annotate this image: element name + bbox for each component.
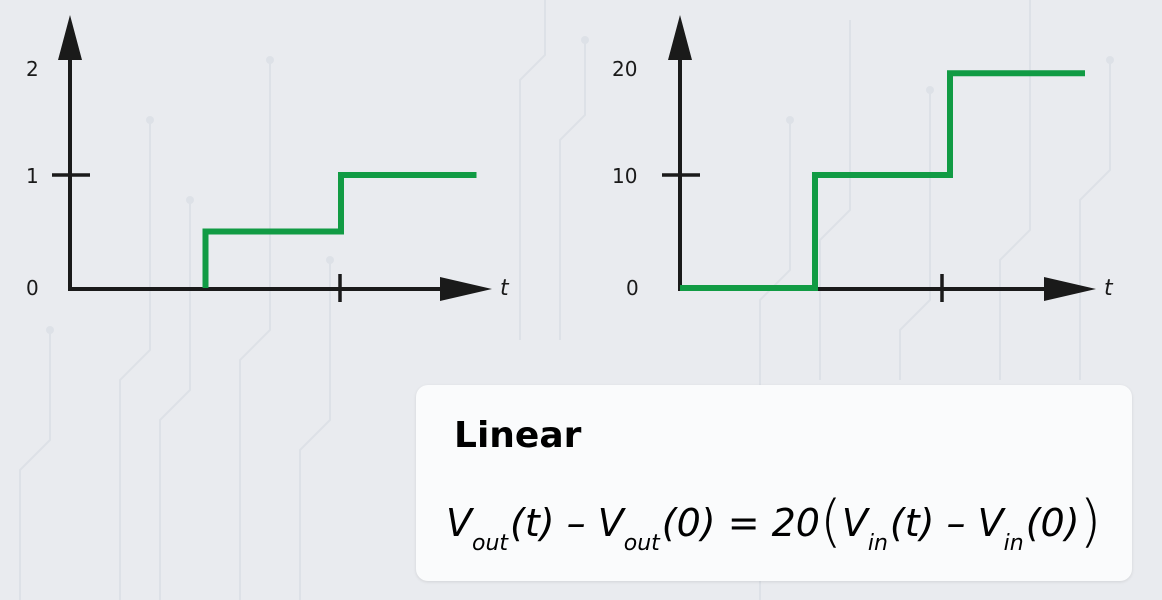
x-axis-variable: t	[1104, 276, 1114, 301]
gain-formula: Vout(t) – Vout(0) = 20(Vin(t) – Vin(0))	[446, 485, 1101, 556]
formula-sub2: out	[623, 531, 660, 556]
card-title: Linear	[454, 415, 582, 456]
chart-left: 2 1 0 t	[26, 15, 510, 302]
chart-right: 20 10 0 t	[612, 15, 1114, 302]
formula-sub1: out	[472, 531, 509, 556]
y-tick-label: 1	[26, 164, 39, 188]
formula-card: Linear Vout(t) – Vout(0) = 20(Vin(t) – V…	[416, 385, 1132, 581]
formula-lparen: (	[819, 489, 842, 554]
step-signal-line	[202, 172, 477, 288]
formula-v1: V	[446, 501, 472, 545]
y-axis-arrow	[58, 15, 82, 60]
x-axis-arrow	[1044, 277, 1096, 301]
y-tick-label: 2	[26, 57, 39, 81]
x-axis-arrow	[440, 277, 492, 301]
y-tick-label: 20	[612, 57, 637, 81]
y-tick-label: 0	[26, 276, 39, 300]
formula-t2: (0)	[661, 501, 716, 545]
formula-sub3: in	[867, 531, 888, 556]
x-axis-variable: t	[500, 276, 510, 301]
formula-minus2: –	[934, 501, 978, 545]
formula-eq: = 20	[715, 501, 820, 545]
y-tick-label: 10	[612, 164, 637, 188]
step-signal-line	[680, 70, 1085, 291]
formula-sub4: in	[1003, 531, 1024, 556]
formula-t4: (0)	[1025, 501, 1080, 545]
formula-rparen: )	[1079, 489, 1102, 554]
formula-v3: V	[841, 501, 868, 545]
formula-t3: (t)	[889, 501, 935, 545]
formula-v2: V	[597, 501, 624, 545]
formula-v4: V	[977, 501, 1004, 545]
formula-t1: (t)	[510, 501, 555, 545]
y-axis-arrow	[668, 15, 692, 60]
y-tick-label: 0	[626, 276, 639, 300]
formula-minus1: –	[554, 501, 598, 545]
